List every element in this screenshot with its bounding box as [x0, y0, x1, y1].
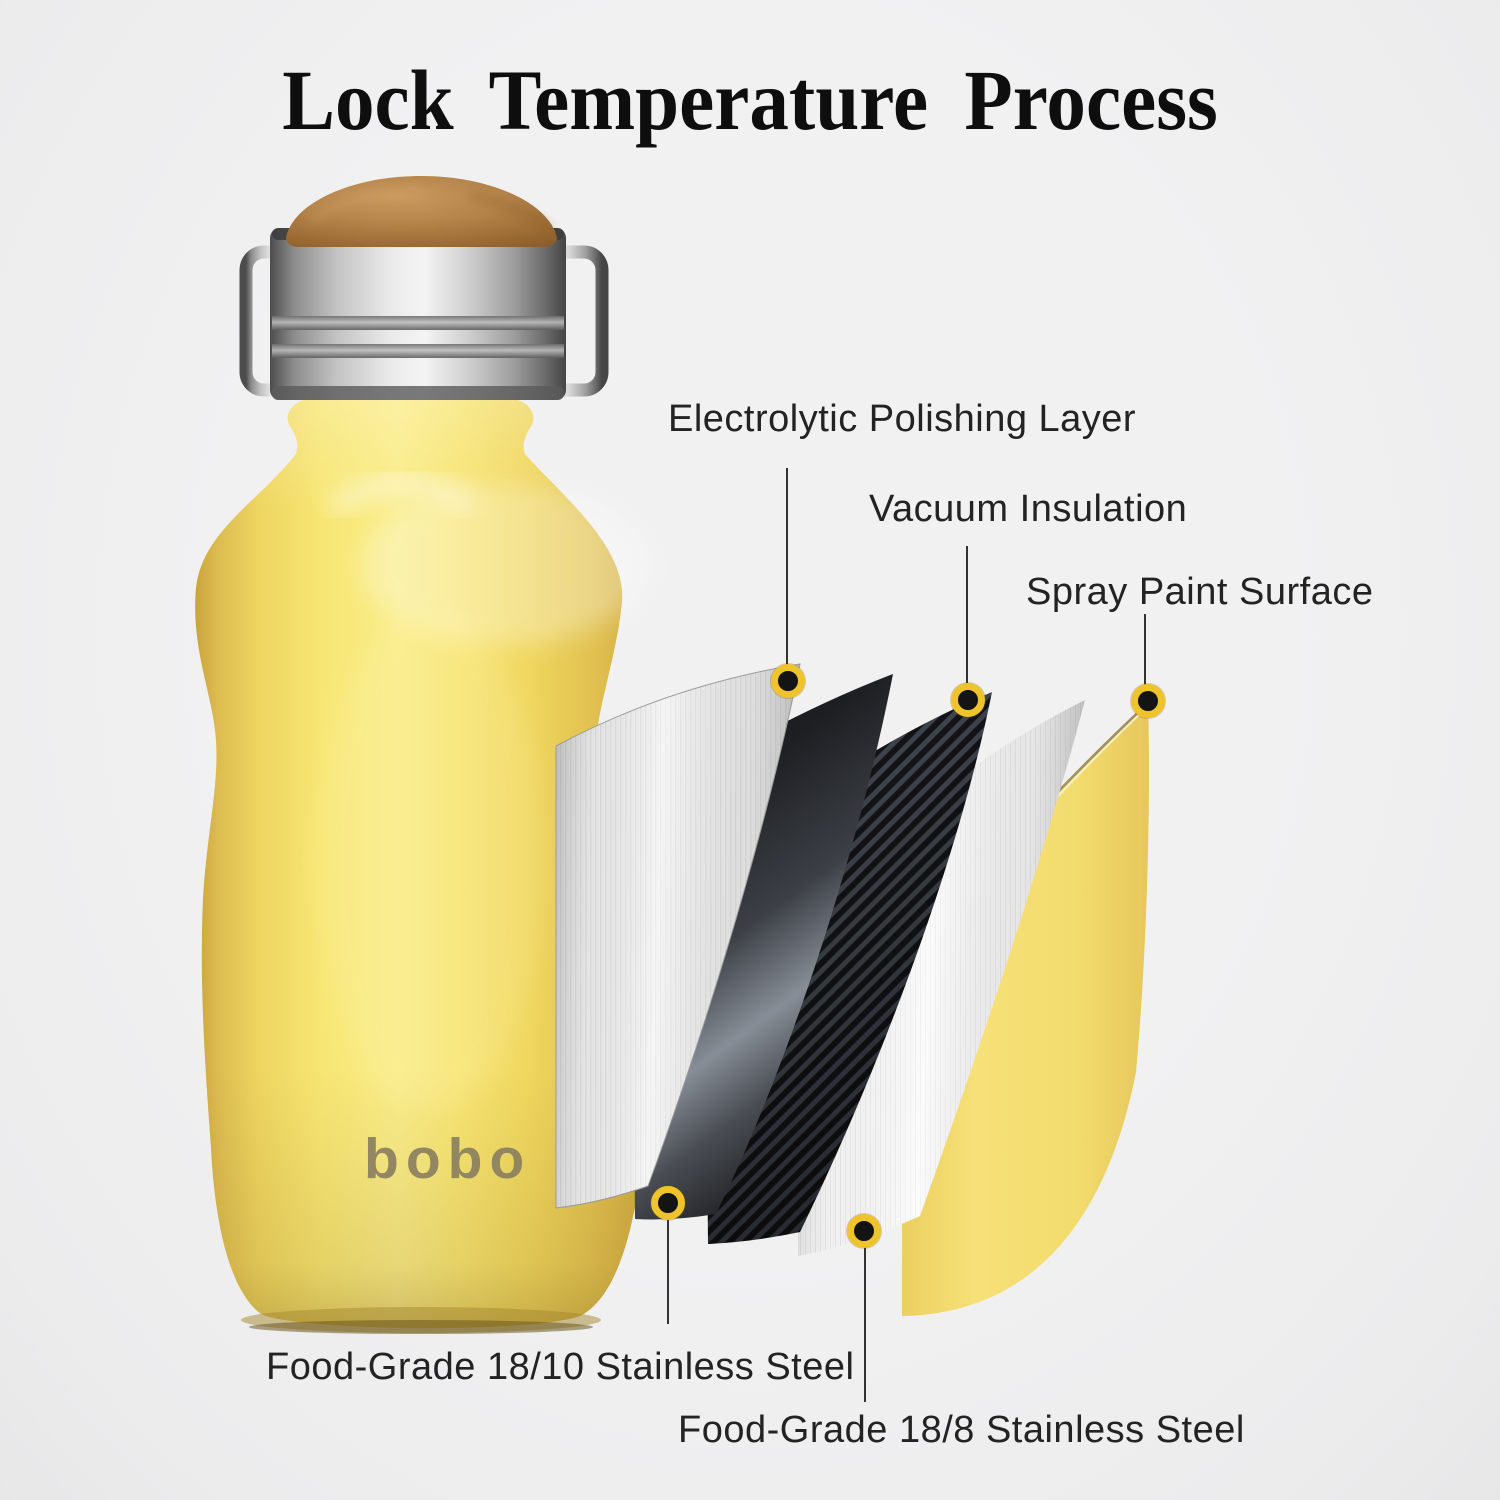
callout-label-steel-18-10: Food-Grade 18/10 Stainless Steel — [266, 1346, 855, 1388]
cap-bamboo-lid — [286, 176, 557, 247]
callout-label-electrolytic: Electrolytic Polishing Layer — [668, 398, 1137, 440]
callout-label-spray: Spray Paint Surface — [1026, 571, 1374, 613]
layer-sheets — [555, 663, 1149, 1316]
callout-label-steel-18-8: Food-Grade 18/8 Stainless Steel — [678, 1409, 1245, 1451]
callout-dot-vacuum — [951, 683, 985, 717]
callout-dot-electrolytic — [771, 664, 805, 698]
callout-label-vacuum: Vacuum Insulation — [869, 488, 1188, 530]
callout-line-steel-18-8 — [864, 1244, 866, 1402]
callout-dot-steel-18-10 — [651, 1186, 685, 1220]
callout-dot-steel-18-8 — [847, 1214, 881, 1248]
callout-line-spray — [1144, 614, 1146, 688]
callout-line-electrolytic — [786, 468, 788, 666]
cap-steel-collar — [270, 228, 566, 400]
bottle-body — [195, 400, 650, 1334]
callout-line-steel-18-10 — [667, 1216, 669, 1324]
bottle — [195, 176, 650, 1334]
callout-dot-spray — [1131, 684, 1165, 718]
brand-logo: bobo — [364, 1127, 532, 1191]
page-title: Lock Temperature Process — [282, 52, 1218, 148]
callout-line-vacuum — [966, 546, 968, 686]
